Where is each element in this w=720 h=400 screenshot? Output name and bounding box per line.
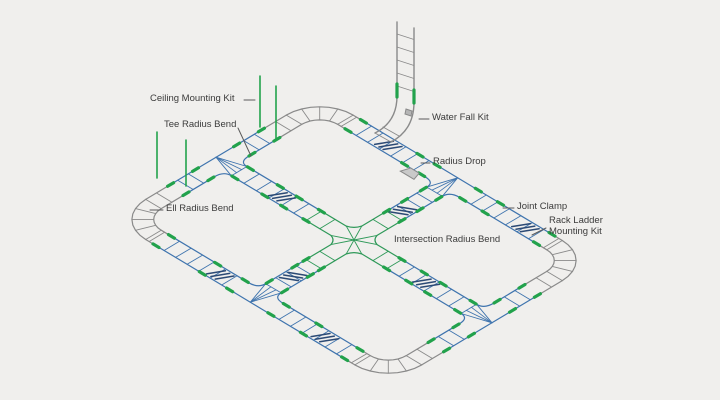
- label-intersection-radius-bend: Intersection Radius Bend: [394, 234, 501, 245]
- label-rack-ladder-mounting-kit: Rack Ladder Mounting Kit: [549, 215, 603, 237]
- label-joint-clamp: Joint Clamp: [517, 201, 568, 212]
- label-rack-ladder-line2: Mounting Kit: [549, 225, 602, 237]
- label-water-fall-kit: Water Fall Kit: [432, 112, 489, 123]
- label-tee-radius-bend: Tee Radius Bend: [164, 119, 237, 130]
- label-rack-ladder-line1: Rack Ladder: [549, 215, 603, 226]
- label-radius-drop: Radius Drop: [433, 156, 486, 167]
- label-ceiling-mounting-kit: Ceiling Mounting Kit: [150, 93, 235, 104]
- label-ell-radius-bend: Ell Radius Bend: [166, 203, 234, 214]
